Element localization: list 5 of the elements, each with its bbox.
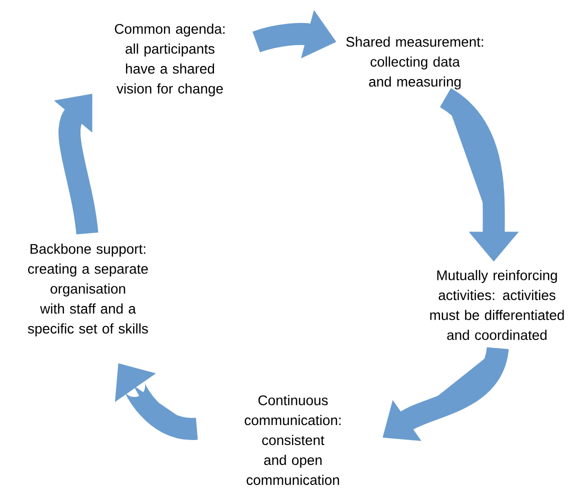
text-label: Common agenda: all participants have a shared vision for change [114, 24, 225, 96]
text-label: Mutually reinforcing activities: activities must be differentiated and coordinated [430, 270, 564, 340]
text-label: Shared measurement: collecting data and measuring [346, 36, 484, 90]
text-label: Backbone support: creating a separate organisation with staff and a specific set of skills [28, 244, 148, 336]
text-label: Continuous communication: consistent and open communication [244, 395, 341, 485]
